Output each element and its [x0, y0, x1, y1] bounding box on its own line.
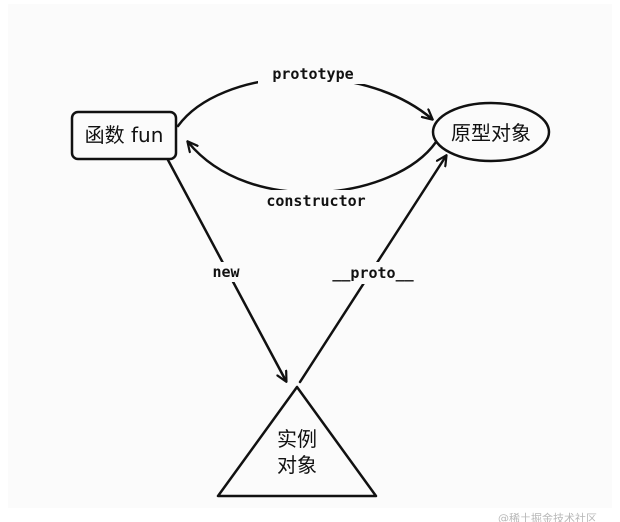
- prototype-object-node-ellipse: [431, 101, 551, 163]
- constructor-edge-label: constructor: [266, 192, 365, 210]
- instance-node-label-line2: 对象: [277, 453, 317, 477]
- proto-edge: __proto__: [298, 156, 446, 384]
- new-edge-label: new: [212, 263, 240, 281]
- new-edge: new: [166, 158, 286, 381]
- prototype-edge-label: prototype: [272, 65, 353, 83]
- prototype-edge: prototype: [176, 64, 432, 128]
- instance-node: 实例 对象: [216, 385, 378, 498]
- new-label-bg: [204, 262, 248, 282]
- prototype-label-bg: [258, 64, 368, 84]
- constructor-edge: constructor: [188, 142, 438, 212]
- instance-node-triangle: [216, 385, 378, 498]
- function-node-box: [70, 110, 178, 161]
- function-node: 函数 fun: [70, 110, 178, 161]
- prototype-object-node-label: 原型对象: [451, 121, 531, 145]
- constructor-arrow: [188, 142, 438, 194]
- prototype-arrow: [176, 76, 432, 128]
- proto-edge-label: __proto__: [332, 264, 414, 282]
- prototype-object-node: 原型对象: [431, 101, 551, 163]
- instance-node-label-line1: 实例: [277, 427, 317, 451]
- watermark: @稀土掘金技术社区: [498, 512, 597, 522]
- constructor-label-bg: [266, 190, 366, 212]
- function-node-label: 函数 fun: [85, 123, 164, 147]
- proto-label-bg: [322, 262, 426, 284]
- diagram-frame: [8, 4, 612, 508]
